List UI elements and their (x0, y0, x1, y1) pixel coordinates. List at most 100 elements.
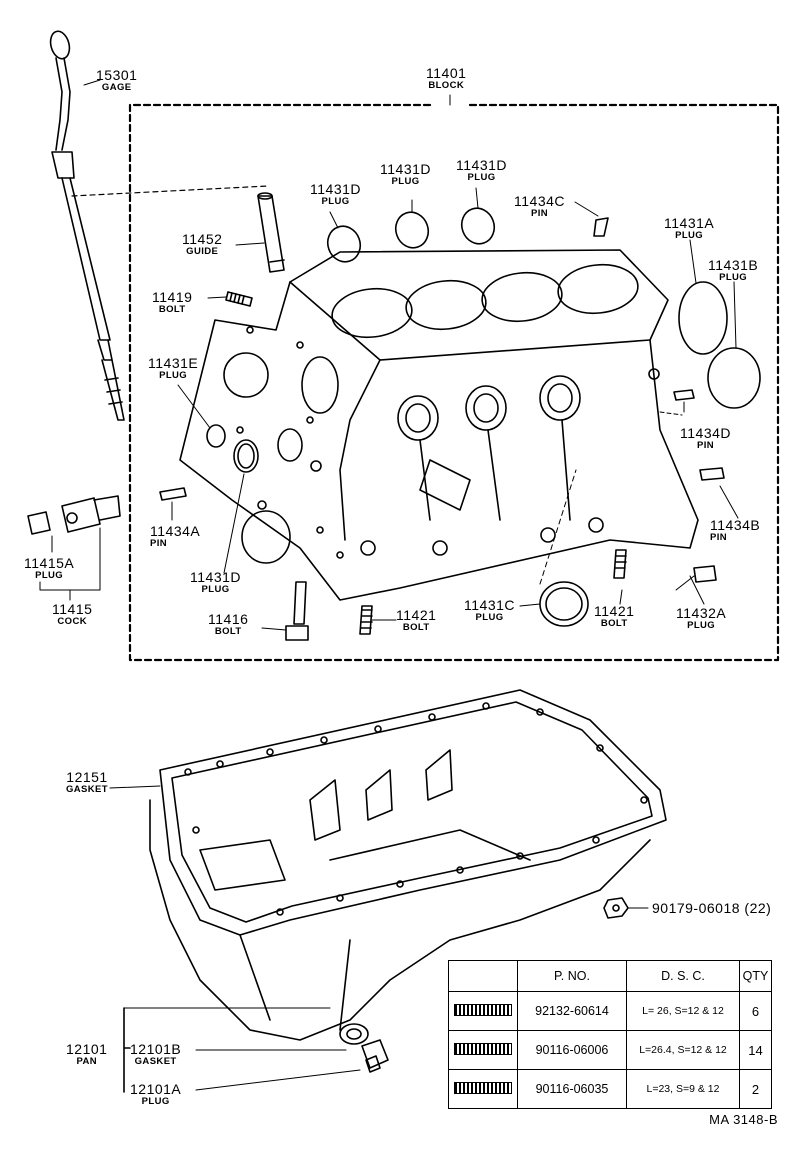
part-name: GAGE (101, 82, 132, 93)
drain-plug (361, 1039, 389, 1069)
part-number: 12101A (130, 1081, 182, 1097)
part-name: PLUG (475, 612, 504, 623)
part-name: PLUG (35, 570, 64, 581)
label-bolt-11419: 11419 BOLT (152, 290, 192, 315)
label-plug-11431b: 11431B PLUG (708, 258, 758, 283)
label-plug-11431c: 11431C PLUG (464, 598, 515, 623)
label-cock-11415: 11415 COCK (52, 602, 92, 627)
part-number: 11431C (464, 597, 516, 613)
part-no-cell: 90116-06035 (517, 1069, 627, 1109)
part-number: 11434C (514, 193, 566, 209)
part-name: PIN (696, 440, 715, 451)
dsc-cell: L=23, S=9 & 12 (626, 1069, 740, 1109)
qty-cell: 14 (739, 1030, 772, 1070)
plug-disk-b (707, 347, 761, 409)
label-plug-12101a: 12101A PLUG (130, 1082, 181, 1107)
bolt-11416 (293, 581, 307, 625)
plug-11432a (693, 565, 717, 583)
part-name: PLUG (467, 172, 496, 183)
oil-pan (149, 689, 667, 1041)
table-header (448, 960, 518, 992)
part-number: 11415 (52, 601, 93, 617)
part-number: 11419 (152, 289, 193, 305)
part-name: PLUG (719, 272, 748, 283)
part-no-cell: 92132-60614 (517, 991, 627, 1031)
part-number: 11431D (310, 181, 362, 197)
part-number: 11431B (708, 257, 759, 273)
part-number: 11421 (594, 603, 635, 619)
part-number: 11431D (456, 157, 508, 173)
label-pan-12101: 12101 PAN (66, 1042, 107, 1067)
part-name: BOLT (214, 626, 242, 637)
stud-bolt-icon (448, 1069, 518, 1109)
label-plug-11431d-a: 11431D PLUG (310, 182, 361, 207)
part-number: 11452 (182, 231, 223, 247)
guide-tube (257, 192, 285, 273)
part-name: PLUG (675, 230, 704, 241)
table-row: 92132-60614 L= 26, S=12 & 12 6 (448, 991, 772, 1031)
table-header-row: P. NO. D. S. C. QTY (448, 960, 772, 992)
part-name: GUIDE (186, 246, 219, 257)
plug-disk-1 (326, 225, 362, 263)
part-name: PLUG (391, 176, 420, 187)
part-number: 12101 (66, 1041, 108, 1057)
bolt-11421b (613, 549, 627, 579)
spec-table: P. NO. D. S. C. QTY 92132-60614 L= 26, S… (448, 960, 772, 1109)
part-number: 11431D (190, 569, 242, 585)
label-plug-11431a: 11431A PLUG (664, 216, 714, 241)
label-gage: 15301 GAGE (96, 68, 137, 93)
label-plug-11432a: 11432A PLUG (676, 606, 726, 631)
label-plug-11431d-b: 11431D PLUG (380, 162, 431, 187)
part-number: 90179-06018 (22) (652, 900, 772, 916)
label-pin-11434c: 11434C PIN (514, 194, 565, 219)
part-name: PLUG (321, 196, 350, 207)
block-boundary (128, 103, 780, 662)
part-name: BOLT (158, 304, 186, 315)
table-header: D. S. C. (626, 960, 740, 992)
label-gasket-12101b: 12101B GASKET (130, 1042, 181, 1067)
label-guide: 11452 GUIDE (182, 232, 222, 257)
drain-gasket (339, 1023, 369, 1045)
part-number: 11434D (680, 425, 732, 441)
stud-bolt-icon (448, 991, 518, 1031)
label-bolt-11421-a: 11421 BOLT (396, 608, 436, 633)
qty-cell: 6 (739, 991, 772, 1031)
qty-cell: 2 (739, 1069, 772, 1109)
pin-d (673, 389, 695, 401)
label-plug-11431e: 11431E PLUG (148, 356, 198, 381)
part-name: PLUG (687, 620, 716, 631)
bolt-11421a (359, 605, 373, 635)
part-number: 11432A (676, 605, 727, 621)
label-bolt-11416: 11416 BOLT (208, 612, 248, 637)
pin-a (159, 487, 187, 501)
plug-disk-3 (460, 207, 496, 245)
part-number: 11431D (380, 161, 432, 177)
plug-disk-a (678, 281, 728, 355)
label-plug-11415a: 11415A PLUG (24, 556, 74, 581)
plug-disk-2 (394, 211, 430, 249)
label-gasket-12151: 12151 GASKET (66, 770, 108, 795)
label-block: 11401 BLOCK (426, 66, 466, 91)
pin-c (593, 217, 609, 237)
label-bolt-11421-b: 11421 BOLT (594, 604, 634, 629)
part-number: 11416 (208, 611, 249, 627)
part-number: 12151 (66, 769, 108, 785)
engine-block-body (179, 249, 699, 601)
table-row: 90116-06006 L=26.4, S=12 & 12 14 (448, 1030, 772, 1070)
part-name: GASKET (134, 1056, 177, 1067)
nut (603, 897, 629, 919)
label-nut-90179: 90179-06018 (22) (652, 901, 771, 915)
label-pin-11434d: 11434D PIN (680, 426, 731, 451)
part-number: 11434A (150, 523, 201, 539)
part-name: COCK (57, 616, 87, 627)
label-plug-11431d-d: 11431D PLUG (190, 570, 241, 595)
part-number: 12101B (130, 1041, 182, 1057)
label-pin-11434a: 11434A PIN (150, 524, 200, 549)
drawing-code: MA 3148-B (709, 1112, 778, 1127)
part-number: 11434B (710, 517, 761, 533)
table-header: QTY (739, 960, 772, 992)
plug-e (206, 424, 226, 448)
part-number: 11401 (426, 65, 467, 81)
